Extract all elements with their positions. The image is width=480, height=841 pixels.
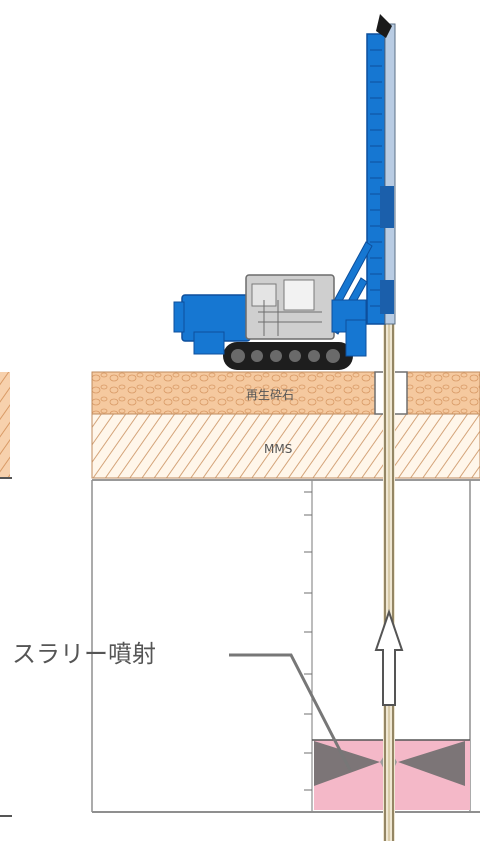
- recycled-stone-layer: [92, 372, 480, 414]
- mms-label: MMS: [264, 442, 292, 456]
- wall-ticks: [304, 491, 312, 791]
- slurry-injection-label: スラリー噴射: [12, 640, 156, 668]
- mms-layer: [92, 414, 480, 478]
- crawler-drilling-rig-icon: [173, 14, 396, 370]
- left-ground-strip: [0, 372, 10, 478]
- slurry-injection-callout-line: [229, 653, 352, 771]
- up-arrow-icon: [374, 608, 404, 706]
- slurry-right-nozzle: [398, 741, 465, 786]
- recycled-stone-label: 再生砕石: [246, 387, 294, 402]
- mms-border: [91, 413, 480, 479]
